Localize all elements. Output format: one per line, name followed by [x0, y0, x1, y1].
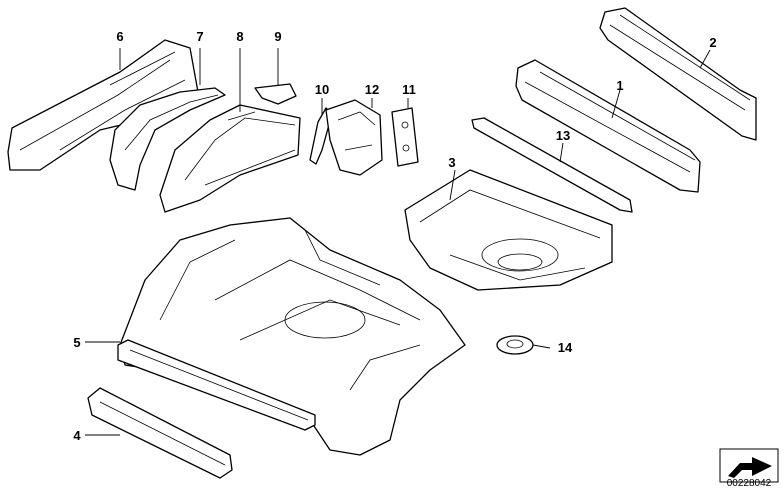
callout-14: 14	[558, 340, 573, 355]
part-12-panel[interactable]	[325, 99, 383, 176]
callout-8: 8	[236, 29, 243, 44]
callout-12: 12	[365, 82, 379, 97]
reference-number: 00228042	[727, 478, 772, 488]
part-5-rear-panel[interactable]	[117, 339, 316, 431]
callout-7: 7	[196, 29, 203, 44]
callout-9: 9	[274, 29, 281, 44]
callout-6: 6	[116, 29, 123, 44]
callout-4: 4	[73, 428, 81, 443]
part-3-trunk-floor[interactable]	[404, 169, 613, 291]
callout-11: 11	[402, 82, 416, 97]
leader-lines	[85, 48, 711, 436]
part-8-side-panel[interactable]	[159, 104, 301, 213]
part-4-bumper-carrier[interactable]	[87, 387, 233, 479]
part-13-bar[interactable]	[471, 117, 633, 213]
part-11-plate[interactable]	[391, 107, 419, 167]
callout-10: 10	[315, 82, 329, 97]
callout-1: 1	[616, 78, 623, 93]
callout-3: 3	[448, 155, 455, 170]
part-1-crossmember[interactable]	[515, 59, 701, 193]
part-2-crossmember[interactable]	[599, 7, 757, 141]
callout-5: 5	[73, 335, 80, 350]
callout-13: 13	[556, 128, 570, 143]
part-14-cap[interactable]	[496, 335, 534, 355]
part-9-bracket[interactable]	[254, 83, 297, 105]
part-7-wheel-arch[interactable]	[109, 87, 226, 191]
arrow-icon	[728, 457, 772, 478]
callout-2: 2	[709, 35, 716, 50]
reference-box: 00228042	[719, 448, 779, 488]
